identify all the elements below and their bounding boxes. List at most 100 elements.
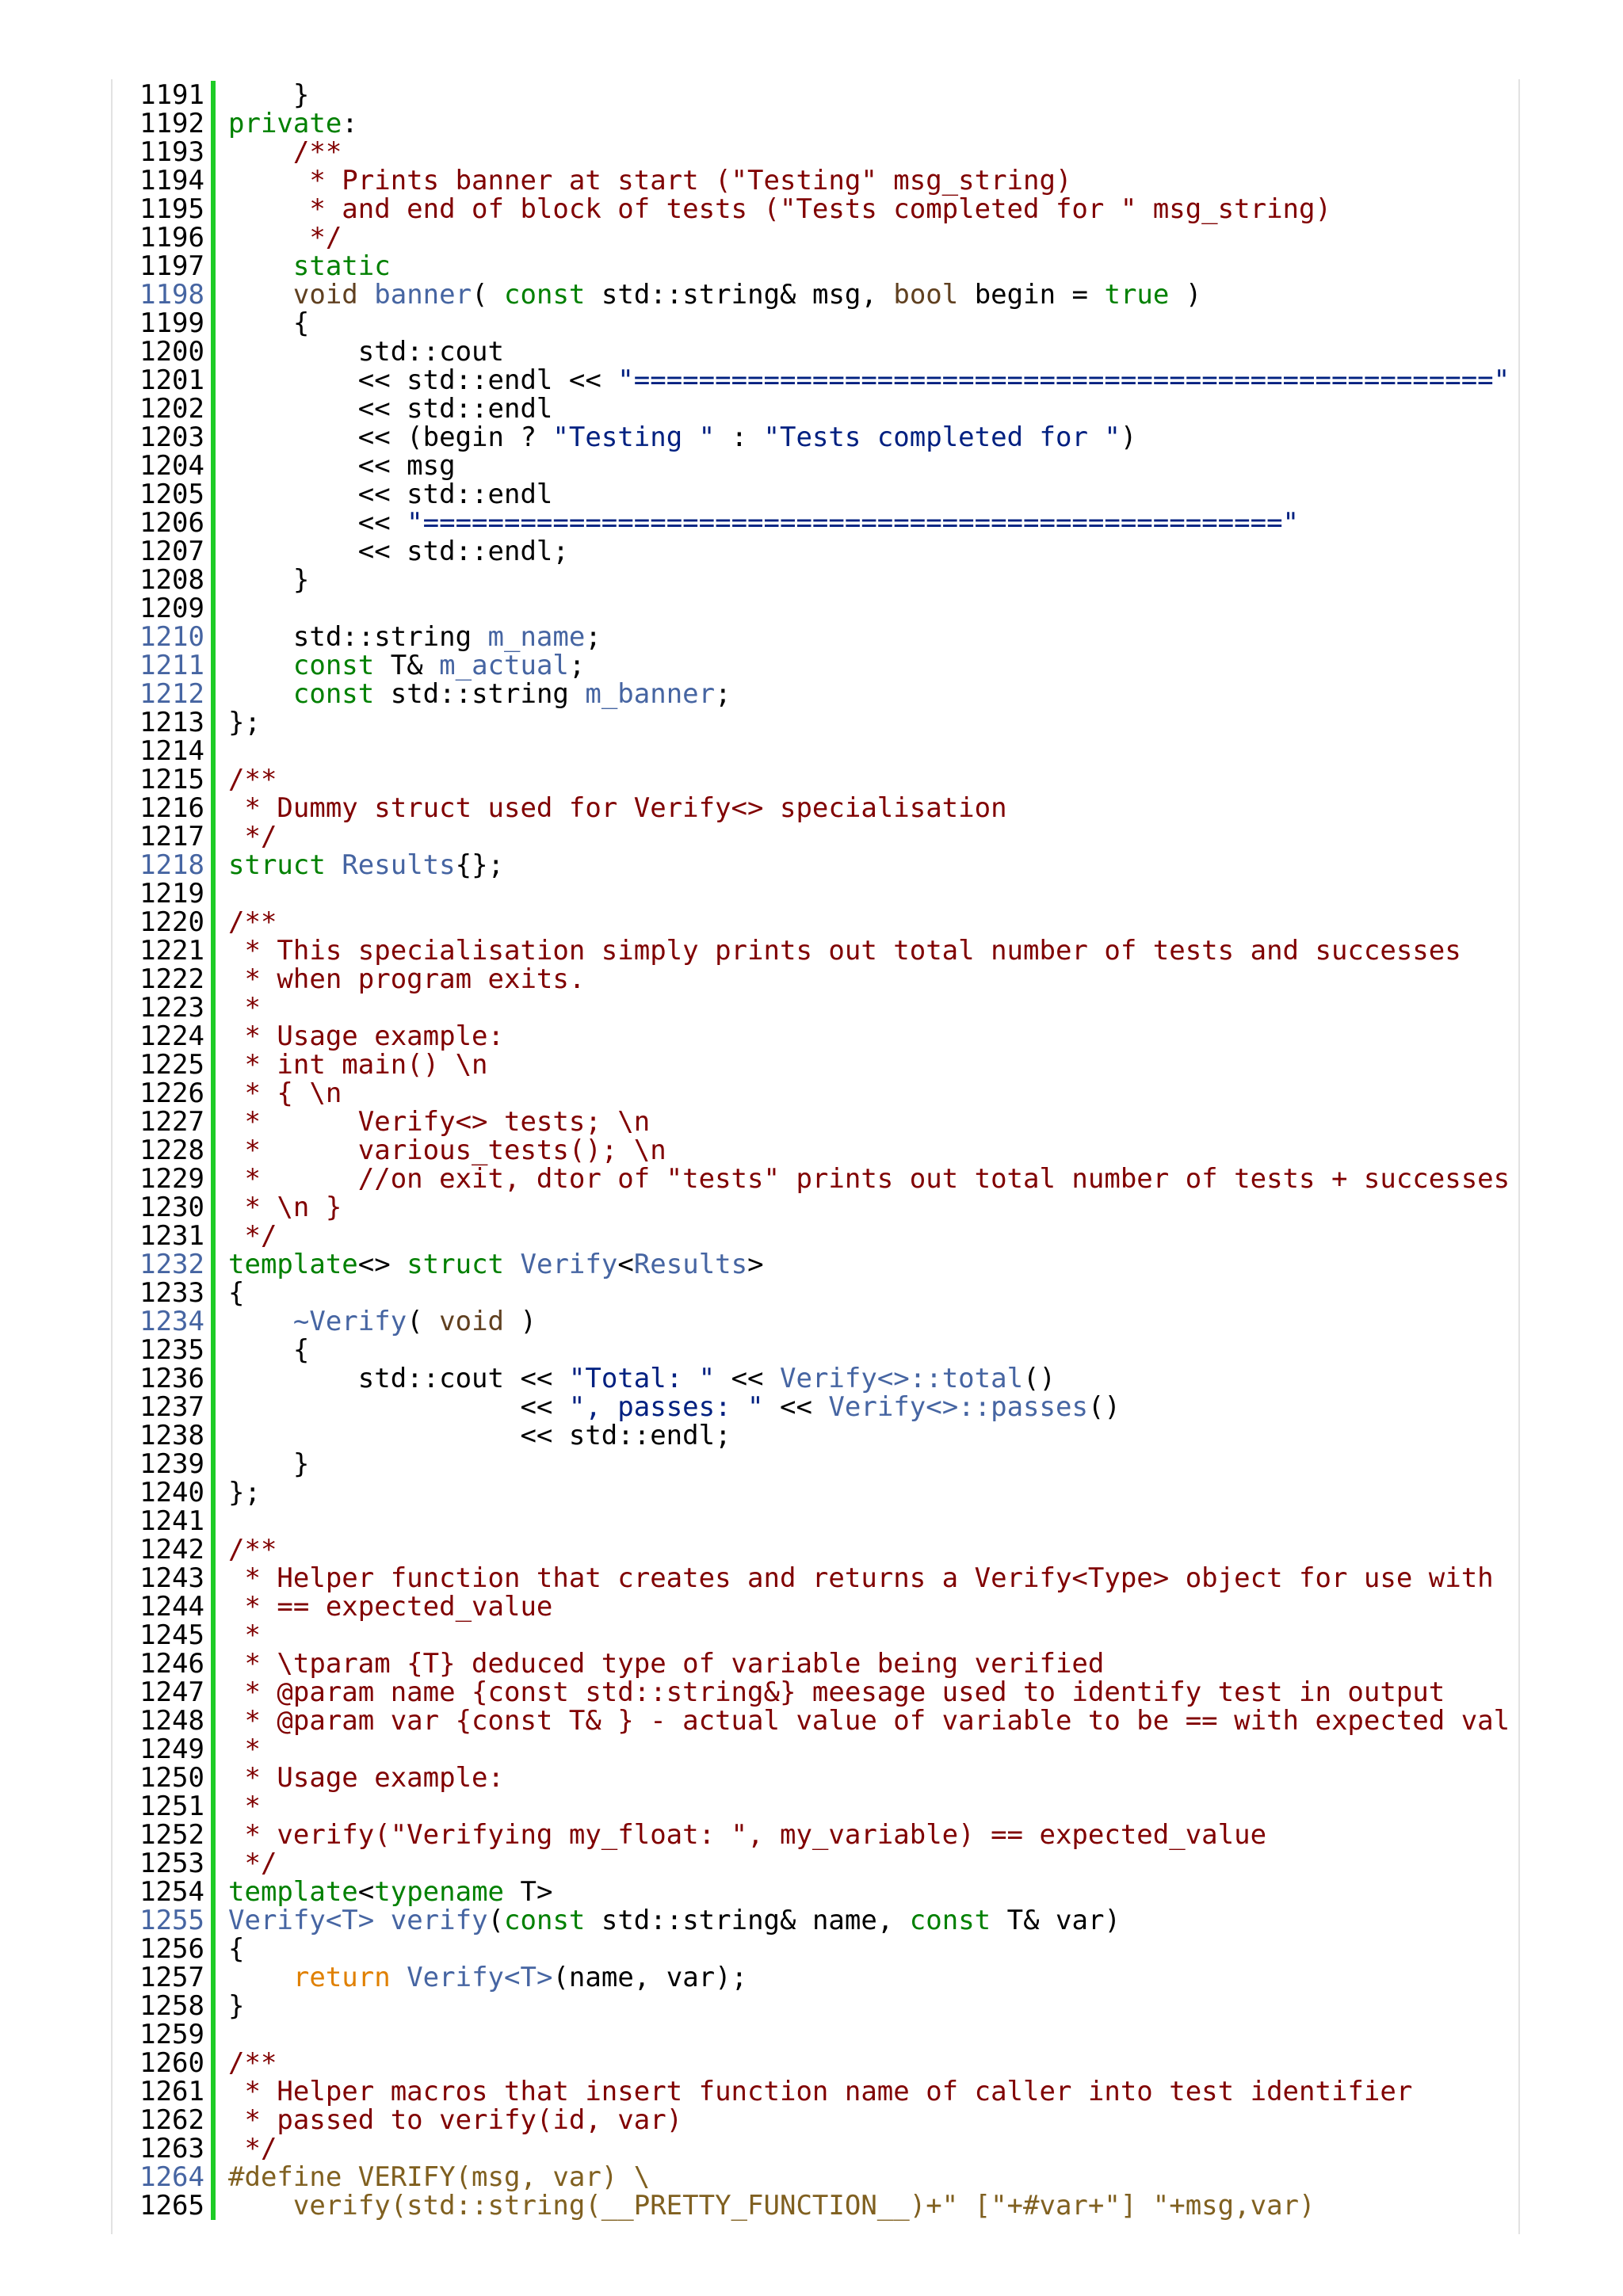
- code-link[interactable]: Verify: [520, 1249, 618, 1280]
- code-link[interactable]: Results: [633, 1249, 748, 1280]
- code-text: [326, 849, 342, 881]
- line-number: 1231: [139, 1220, 204, 1252]
- coverage-gutter: [211, 1364, 216, 1393]
- keyword: const: [909, 1905, 991, 1936]
- coverage-gutter: [211, 680, 216, 708]
- comment-text: * == expected_value: [228, 1591, 553, 1623]
- line-number[interactable]: 1212: [139, 678, 204, 710]
- code-text: (: [472, 279, 505, 311]
- comment-text: /**: [228, 136, 342, 168]
- code-text: T& var): [991, 1905, 1121, 1936]
- code-link[interactable]: m_actual: [439, 650, 569, 681]
- code-link[interactable]: banner: [374, 279, 472, 311]
- code-link[interactable]: Verify<>::total: [780, 1363, 1024, 1394]
- code-text: [228, 279, 293, 311]
- coverage-gutter: [211, 1279, 216, 1307]
- coverage-gutter: [211, 1535, 216, 1564]
- coverage-gutter: [211, 1735, 216, 1764]
- code-text: << std::endl <<: [228, 364, 618, 396]
- line-number: 1230: [139, 1192, 204, 1223]
- code-text: << std::endl;: [228, 536, 569, 567]
- code-content: };: [228, 1478, 261, 1507]
- line-number: 1244: [139, 1591, 204, 1623]
- coverage-gutter: [211, 2020, 216, 2049]
- line-number: 1219: [139, 878, 204, 910]
- line-number[interactable]: 1234: [139, 1306, 204, 1337]
- code-text: << msg: [228, 450, 456, 482]
- code-text: <<: [715, 1363, 780, 1394]
- line-number[interactable]: 1232: [139, 1249, 204, 1280]
- line-number: 1257: [139, 1962, 204, 1993]
- coverage-gutter: [211, 81, 216, 109]
- line-number[interactable]: 1218: [139, 849, 204, 881]
- line-number: 1208: [139, 564, 204, 596]
- coverage-gutter: [211, 1678, 216, 1707]
- code-link[interactable]: Results: [342, 849, 456, 881]
- code-content: << ", passes: " << Verify<>::passes(): [228, 1391, 1121, 1423]
- line-number[interactable]: 1264: [139, 2161, 204, 2193]
- coverage-gutter: [211, 737, 216, 765]
- comment-text: * Usage example:: [228, 1020, 504, 1052]
- coverage-gutter: [211, 2134, 216, 2163]
- code-line: 1258}: [119, 1992, 1514, 2020]
- code-text: {: [228, 1334, 310, 1366]
- code-line: 1239 }: [119, 1450, 1514, 1478]
- code-text: {: [228, 307, 310, 339]
- code-content: {: [228, 309, 309, 338]
- code-line: 1194 * Prints banner at start ("Testing"…: [119, 166, 1514, 195]
- code-text: (): [1087, 1391, 1121, 1423]
- code-line: 1193 /**: [119, 138, 1514, 166]
- code-link[interactable]: m_name: [487, 621, 586, 653]
- string-literal: "Tests completed for ": [763, 421, 1121, 453]
- string-literal: "Testing ": [552, 421, 716, 453]
- code-text: std::string& msg,: [585, 279, 894, 311]
- comment-text: * Prints banner at start ("Testing" msg_…: [228, 165, 1072, 196]
- code-line: 1234 ~Verify( void ): [119, 1307, 1514, 1336]
- code-link[interactable]: Verify<T>: [407, 1962, 553, 1993]
- code-line: 1219: [119, 879, 1514, 908]
- code-content: Verify<T> verify(const std::string& name…: [228, 1906, 1121, 1935]
- line-number[interactable]: 1210: [139, 621, 204, 653]
- comment-text: * This specialisation simply prints out …: [228, 935, 1461, 967]
- code-link[interactable]: Verify<T>: [228, 1905, 375, 1936]
- line-number: 1207: [139, 536, 204, 567]
- coverage-gutter: [211, 280, 216, 309]
- code-content: {: [228, 1336, 309, 1364]
- comment-text: */: [228, 1220, 277, 1252]
- coverage-gutter: [211, 1307, 216, 1336]
- coverage-gutter: [211, 1707, 216, 1735]
- code-link[interactable]: verify: [390, 1905, 488, 1936]
- preprocessor-directive: verify(std::string(__PRETTY_FUNCTION__)+…: [228, 2190, 1316, 2222]
- code-link[interactable]: ~Verify: [292, 1306, 407, 1337]
- coverage-gutter: [211, 1478, 216, 1507]
- code-content: *: [228, 1791, 261, 1822]
- keyword: template: [228, 1249, 358, 1280]
- line-number: 1202: [139, 393, 204, 425]
- code-content: /**: [228, 908, 277, 936]
- comment-text: *: [228, 1791, 261, 1822]
- code-text: }: [228, 564, 310, 596]
- code-line: 1208 }: [119, 566, 1514, 594]
- code-line: 1191 }: [119, 81, 1514, 109]
- code-link[interactable]: m_banner: [585, 678, 716, 710]
- line-number: 1245: [139, 1619, 204, 1651]
- code-content: */: [228, 223, 342, 252]
- code-content: {: [228, 1279, 244, 1307]
- line-number[interactable]: 1255: [139, 1905, 204, 1936]
- code-text: >: [747, 1249, 764, 1280]
- line-number[interactable]: 1211: [139, 650, 204, 681]
- code-text: T&: [374, 650, 440, 681]
- code-text: << (begin ?: [228, 421, 553, 453]
- code-text: std::cout <<: [228, 1363, 569, 1394]
- coverage-gutter: [211, 423, 216, 452]
- coverage-gutter: [211, 1992, 216, 2020]
- code-content: << std::endl: [228, 479, 553, 510]
- line-number[interactable]: 1198: [139, 279, 204, 311]
- line-number: 1199: [139, 307, 204, 339]
- line-number: 1192: [139, 108, 204, 139]
- code-content: /**: [228, 1535, 277, 1564]
- line-number: 1194: [139, 165, 204, 196]
- code-text: << std::endl: [228, 479, 553, 510]
- code-link[interactable]: Verify<>::passes: [828, 1391, 1088, 1423]
- line-number: 1251: [139, 1791, 204, 1822]
